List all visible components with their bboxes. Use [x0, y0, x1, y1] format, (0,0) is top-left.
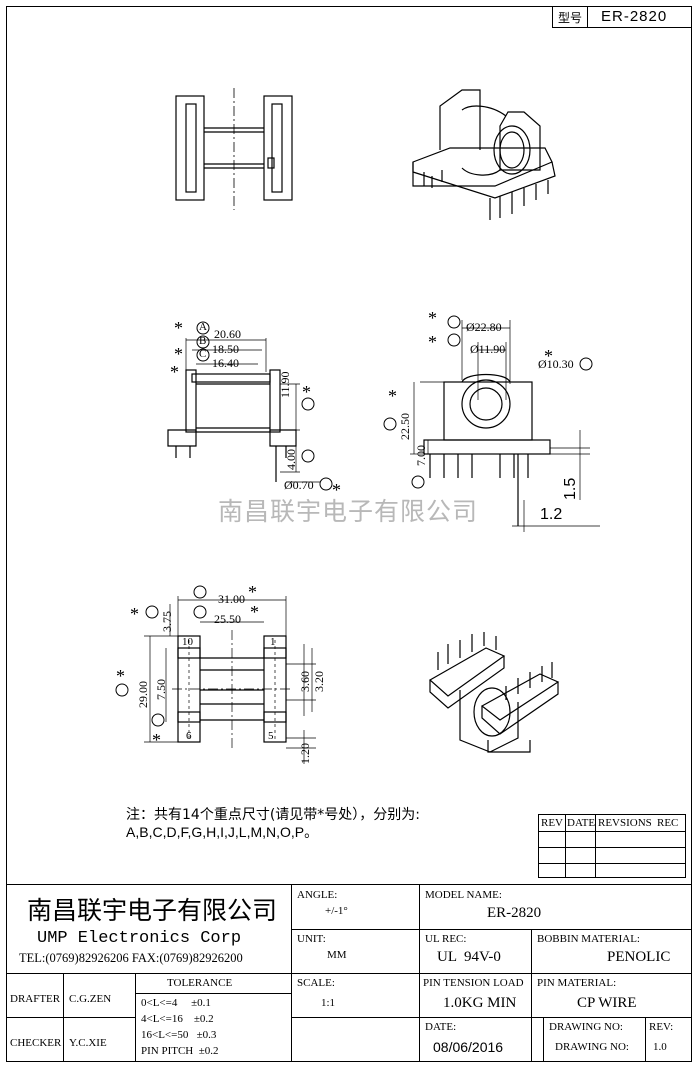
technical-drawing: * * * * * * * * * * * * * * [115, 88, 600, 764]
star-mark: * [170, 362, 179, 382]
dim-A: 20.60 [214, 327, 241, 341]
pin-label-5: 5 [268, 730, 274, 742]
note-line-2: A,B,C,D,F,G,H,I,J,L,M,N,O,P。 [126, 824, 319, 840]
checker-value: Y.C.XIE [69, 1037, 107, 1049]
pin-material-label: PIN MATERIAL: [537, 977, 617, 989]
dim-120: 1.20 [298, 743, 312, 764]
rev-value: 1.0 [653, 1041, 667, 1053]
dim-320: 3.20 [312, 671, 326, 692]
title-block: 南昌联宇电子有限公司 UMP Electronics Corp TEL:(076… [6, 884, 692, 1062]
checker-label: CHECKER [10, 1037, 62, 1049]
company-tel: TEL:(0769)82926206 FAX:(0769)82926200 [19, 951, 243, 965]
bobbin-material-value: PENOLIC [607, 949, 671, 965]
pin-label-10: 10 [182, 636, 193, 648]
drafter-value: C.G.ZEN [69, 993, 112, 1005]
star-mark: * [250, 602, 259, 622]
bobbin-material-label: BOBBIN MATERIAL: [537, 933, 640, 945]
dim-360: 3.60 [298, 671, 312, 692]
star-mark: * [428, 308, 437, 328]
tolerance-label: TOLERANCE [167, 977, 233, 989]
dim-H: Ø11.90 [470, 342, 506, 356]
dim-letter-C: C [199, 348, 207, 360]
dim-F: 4.00 [284, 449, 298, 470]
model-box-value: ER-2820 [601, 8, 668, 25]
dim-K: 7.00 [414, 445, 428, 466]
company-name-en: UMP Electronics Corp [37, 929, 242, 948]
dim-M: 25.50 [214, 612, 241, 626]
pin-label-1: 1 [270, 636, 276, 648]
star-mark: * [544, 346, 553, 366]
star-mark: * [130, 604, 139, 624]
angle-label: ANGLE: [297, 889, 338, 901]
tolerance-row-3: 16<L<=50 ±0.3 [141, 1029, 217, 1041]
dim-letter-B: B [199, 335, 207, 347]
dim-I: Ø10.30 [538, 357, 574, 371]
ul-label: UL REC: [425, 933, 467, 945]
dim-P: 7.50 [154, 679, 168, 700]
rev-label: REV: [649, 1021, 674, 1033]
ul-value: UL 94V-0 [437, 949, 501, 965]
drawing-no-label-2: DRAWING NO: [555, 1041, 629, 1053]
model-name-value: ER-2820 [487, 905, 542, 921]
dim-G: Ø22.80 [466, 320, 502, 334]
scale-label: SCALE: [297, 977, 335, 989]
star-mark: * [302, 382, 311, 402]
dim-E: 11.90 [278, 371, 292, 398]
star-mark: * [248, 582, 257, 602]
drawing-no-label: DRAWING NO: [549, 1021, 623, 1033]
star-mark: * [428, 332, 437, 352]
pin-label-6: 6 [186, 730, 192, 742]
star-mark: * [152, 730, 161, 750]
view-side-top [175, 88, 293, 210]
dim-side-h: 1.5 [562, 477, 579, 500]
note-line-1: 注：共有14个重点尺寸(请见带*号处），分别为: [126, 807, 420, 823]
date-label: DATE: [425, 1021, 457, 1033]
tolerance-row-4: PIN PITCH ±0.2 [141, 1045, 219, 1057]
rev-header-rec: REC [657, 817, 679, 829]
company-name-cn: 南昌联宇电子有限公司 [27, 896, 278, 925]
star-mark: * [388, 386, 397, 406]
model-box-label: 型号 [558, 11, 583, 25]
scale-value: 1:1 [321, 997, 336, 1009]
dim-L: 31.00 [218, 592, 245, 606]
dim-B: 18.50 [212, 342, 239, 356]
revision-table: REV DATE REVSIONS REC [538, 814, 686, 878]
model-name-label: MODEL NAME: [425, 889, 502, 901]
dim-C: 16.40 [212, 356, 239, 370]
angle-value: +/-1° [325, 905, 348, 917]
view-iso-bottom [428, 632, 560, 753]
dim-pin-dia: Ø0.70 [284, 478, 314, 492]
unit-label: UNIT: [297, 933, 326, 945]
rev-header-rev: REV [541, 817, 563, 829]
pin-tension-label: PIN TENSION LOAD [423, 977, 524, 989]
watermark: 南昌联宇电子有限公司 [218, 497, 479, 526]
tolerance-row-1: 0<L<=4 ±0.1 [141, 997, 211, 1009]
tolerance-row-2: 4<L<=16 ±0.2 [141, 1013, 214, 1025]
model-box: 型号 ER-2820 [552, 6, 692, 28]
dim-J: 22.50 [398, 413, 412, 440]
star-mark: * [174, 318, 183, 338]
view-front-left [167, 321, 333, 491]
rev-header-revisions: REVSIONS [598, 817, 652, 829]
pin-material-value: CP WIRE [577, 995, 637, 1011]
view-front-right [383, 315, 600, 532]
dim-O: 29.00 [136, 681, 150, 708]
star-mark: * [332, 480, 341, 500]
drafter-label: DRAFTER [10, 993, 61, 1005]
dim-N: 3.75 [160, 611, 174, 632]
view-top-bottom [115, 585, 316, 764]
date-value: 08/06/2016 [433, 1039, 504, 1055]
rev-header-date: DATE [567, 817, 596, 829]
unit-value: MM [327, 949, 347, 961]
star-mark: * [174, 344, 183, 364]
view-iso-top [412, 89, 556, 220]
dim-letter-A: A [199, 321, 207, 333]
pin-tension-value: 1.0KG MIN [443, 995, 517, 1011]
star-mark: * [116, 666, 125, 686]
dim-side-w: 1.2 [540, 506, 563, 523]
